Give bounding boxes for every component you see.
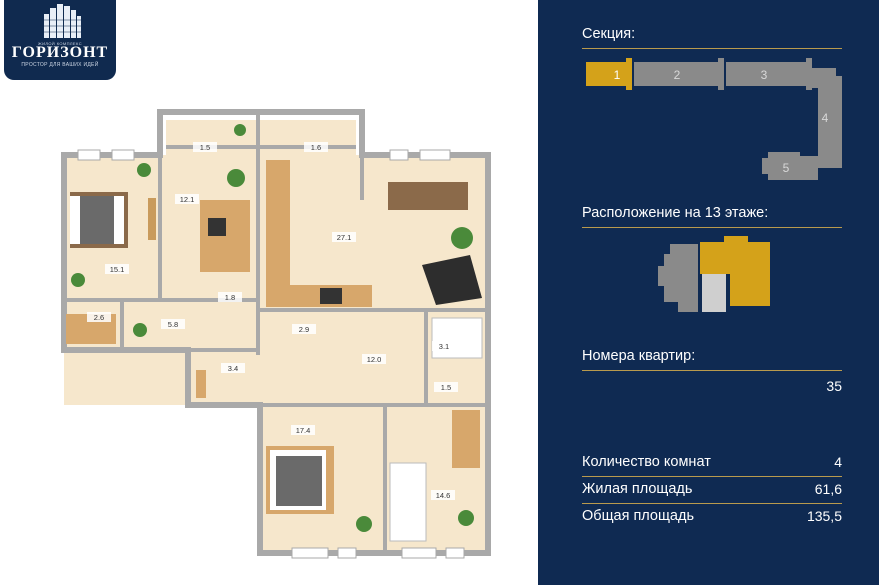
info-panel: Секция: 1 2 3 4 5 Расположение на 13 эта…: [538, 0, 879, 585]
room-area-label: 15.1: [110, 265, 125, 274]
living-area-label: Жилая площадь: [582, 481, 693, 497]
outer-walls: [61, 109, 491, 556]
section-2-button[interactable]: 2: [634, 58, 724, 90]
room-area-label: 17.4: [296, 426, 311, 435]
section-1-label: 1: [614, 68, 621, 82]
logo-tagline-top: ЖИЛОЙ КОМПЛЕКС: [38, 41, 82, 46]
room-area-label: 2.9: [299, 325, 309, 334]
floor-map-selected-apartment[interactable]: [700, 236, 770, 306]
room-area-label: 12.1: [180, 195, 195, 204]
floor-divider: [582, 227, 842, 228]
room-area-label: 3.1: [439, 342, 449, 351]
section-selector: 1 2 3 4 5: [586, 58, 842, 180]
section-5-label: 5: [783, 161, 790, 175]
stats-divider-2: [582, 503, 842, 504]
section-3-button[interactable]: 3: [726, 58, 812, 90]
windows: [77, 149, 465, 559]
living-area-value: 61,6: [814, 481, 842, 497]
rooms-count-value: 4: [834, 454, 842, 470]
total-area-label: Общая площадь: [582, 508, 695, 524]
room-area-label: 1.6: [311, 143, 321, 152]
section-divider: [582, 48, 842, 49]
total-area-value: 135,5: [806, 508, 842, 524]
section-5-button[interactable]: 5: [762, 152, 818, 180]
room-area-label: 27.1: [337, 233, 352, 242]
floor-plan: 15.1 12.1 27.1 1.5 1.6 1.8 2.6 5.8 2.9 1…: [61, 109, 491, 559]
apartment-numbers-value: 35: [826, 378, 842, 394]
room-area-label: 12.0: [367, 355, 382, 364]
section-4-label: 4: [822, 111, 829, 125]
room-labels: 15.1 12.1 27.1 1.5 1.6 1.8 2.6 5.8 2.9 1…: [87, 142, 458, 500]
section-4-button[interactable]: 4: [810, 68, 842, 168]
section-3-label: 3: [761, 68, 768, 82]
rooms-count-label: Количество комнат: [582, 454, 711, 470]
floor-map-neighbor-left: [658, 244, 698, 312]
section-2-label: 2: [674, 68, 681, 82]
furniture: [66, 160, 483, 542]
room-area-label: 1.5: [200, 143, 210, 152]
room-area-label: 2.6: [94, 313, 104, 322]
logo-brand-name: ГОРИЗОНТ: [11, 44, 109, 61]
logo-towers-icon: [44, 4, 81, 38]
room-area-label: 5.8: [168, 320, 178, 329]
logo-tagline-bottom: ПРОСТОР ДЛЯ ВАШИХ ИДЕЙ: [21, 62, 99, 68]
stats-divider-1: [582, 476, 842, 477]
section-label: Секция:: [582, 26, 636, 42]
floor-location-label: Расположение на 13 этаже:: [582, 205, 769, 221]
floor-map-neighbor-small: [702, 270, 726, 312]
section-1-button[interactable]: 1: [586, 58, 632, 90]
room-area-label: 1.8: [225, 293, 235, 302]
plant-icons: [71, 124, 474, 532]
logo: ЖИЛОЙ КОМПЛЕКС ГОРИЗОНТ ПРОСТОР ДЛЯ ВАШИ…: [4, 0, 116, 80]
room-area-label: 1.5: [441, 383, 451, 392]
apartment-numbers-label: Номера квартир:: [582, 348, 696, 364]
room-area-label: 3.4: [228, 364, 238, 373]
apartment-divider: [582, 370, 842, 371]
room-area-label: 14.6: [436, 491, 451, 500]
floor-location-map: [658, 236, 770, 312]
